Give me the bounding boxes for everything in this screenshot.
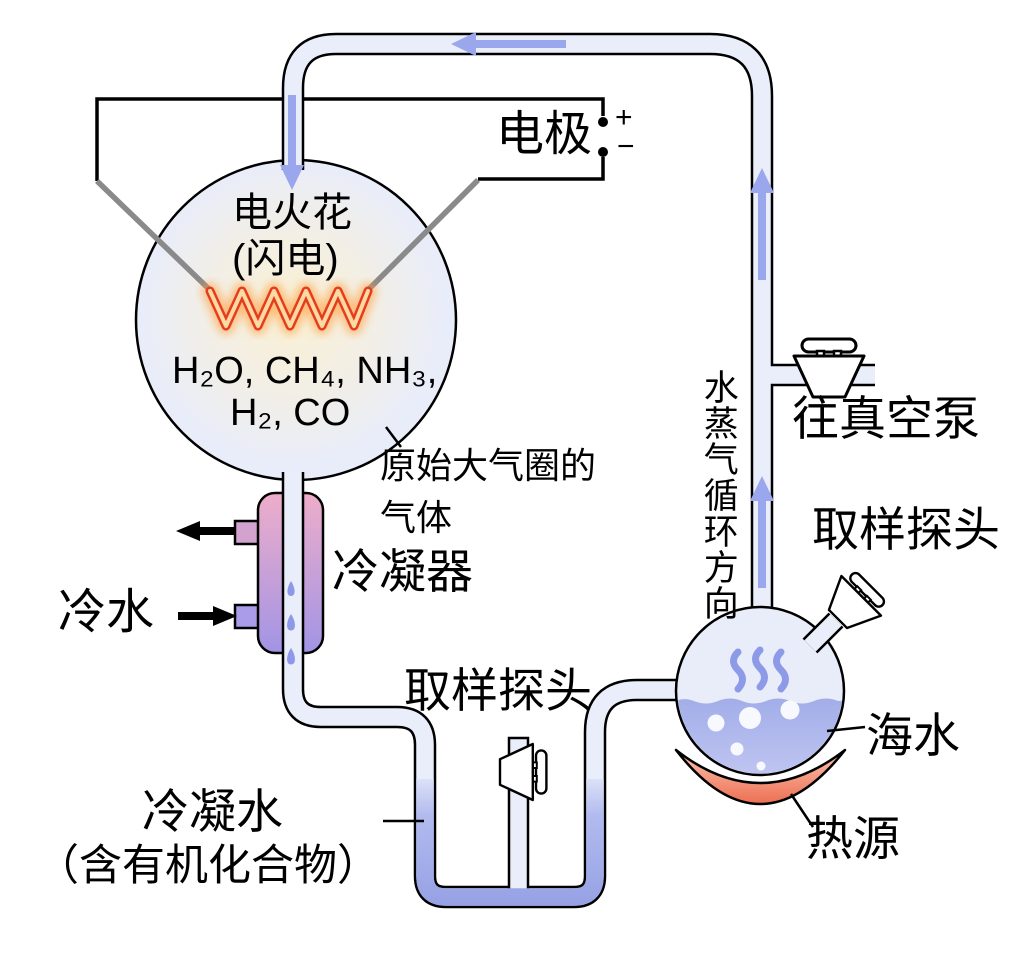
steam-wisp [730, 648, 746, 693]
electrode-plus: + [615, 101, 633, 134]
spark-sublabel: (闪电) [232, 237, 339, 281]
condensate-label-line1: 冷凝水 [142, 785, 283, 838]
atmosphere-label-line1: 原始大气圈的 [380, 445, 597, 486]
steam-wisp [752, 646, 768, 691]
condenser-label: 冷凝器 [332, 545, 473, 598]
electrode-minus: − [617, 130, 635, 163]
droplet [287, 614, 295, 631]
atmosphere-label-line2: 气体 [380, 497, 453, 538]
electrode-lead-left [95, 179, 212, 292]
condensate-droplets [287, 581, 295, 665]
electrode-wire-negative [478, 157, 605, 181]
water-out-arrow-icon [176, 521, 235, 541]
vacuum-pump-label: 往真空泵 [792, 392, 980, 445]
condensate-water [416, 779, 604, 906]
probe-neck-bore [804, 614, 842, 652]
flow-arrow-up-lower-icon [750, 476, 774, 588]
condensate-label-line2: （含有机化合物） [36, 842, 380, 890]
main-loop-tube-bore [284, 35, 771, 614]
droplet [287, 648, 295, 665]
flow-arrow-left-icon [451, 32, 566, 56]
bubble [707, 714, 725, 732]
bubble [756, 761, 766, 771]
vapor-direction-label: 水蒸气循环方向 [698, 369, 738, 621]
electrode-leads [95, 178, 480, 292]
flow-arrows [280, 32, 774, 588]
droplet [287, 581, 295, 596]
bubble [730, 742, 744, 756]
seawater-bubbles [707, 700, 800, 771]
bubble [739, 707, 761, 729]
gases-line2: H₂, CO [230, 392, 351, 434]
gases-line1: H₂O, CH₄, NH₃, [172, 350, 438, 392]
water-in-arrow-icon [178, 606, 237, 626]
seawater-contents [677, 698, 843, 774]
electrode-label: 电极 [496, 108, 593, 161]
seawater-label: 海水 [866, 709, 960, 762]
flow-arrow-down-icon [280, 95, 304, 190]
electrode-terminal-minus-dot [598, 147, 608, 157]
vacuum-stopcock-icon [792, 337, 866, 399]
cold-water-label: 冷水 [58, 586, 155, 639]
heat-source-bowl [674, 748, 847, 806]
seawater-leader [826, 725, 866, 733]
spark-coil [201, 282, 377, 335]
electrode-wire-positive [95, 97, 605, 181]
flow-arrow-up-upper-icon [750, 168, 774, 280]
electrode-terminal-plus-dot [598, 117, 608, 127]
sampling-probe-bottom-label: 取样探头 [404, 664, 592, 717]
spark-coil-core [208, 289, 370, 328]
electrode-lead-right [367, 178, 480, 291]
sampling-stopcock-bottom-icon [498, 742, 548, 802]
heat-source-label: 热源 [806, 812, 900, 865]
leader-lines [383, 426, 866, 828]
steam-wisp [773, 648, 789, 693]
heat-leader [789, 793, 815, 828]
steam-wisps [730, 646, 789, 693]
atmosphere-leader [385, 426, 402, 448]
bubble [780, 700, 800, 720]
spark-label: 电火花 [232, 191, 352, 235]
sampling-probe-top-label: 取样探头 [812, 503, 1000, 556]
electrode-wiring [95, 97, 608, 181]
cold-water-arrows [176, 521, 237, 626]
